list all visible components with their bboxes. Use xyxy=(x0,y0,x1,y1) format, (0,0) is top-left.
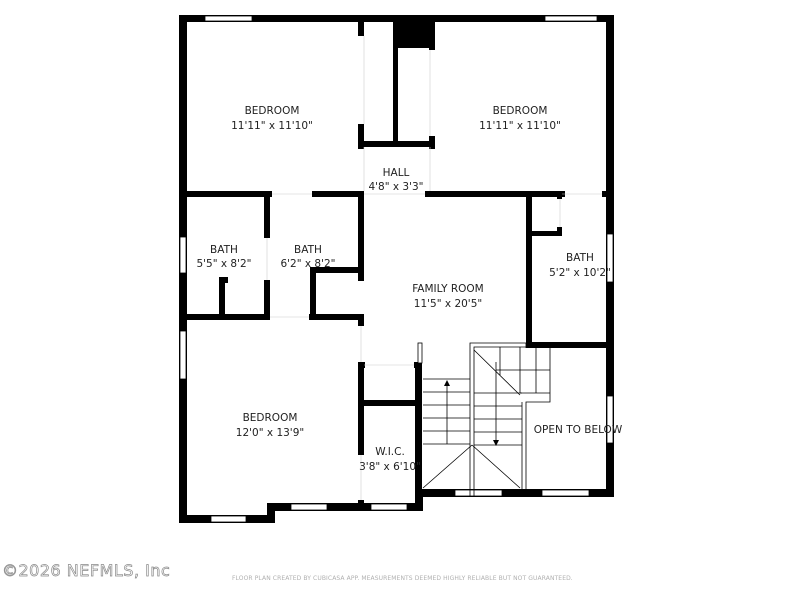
windows xyxy=(179,15,614,523)
room-name: HALL xyxy=(383,167,410,179)
room-name: BEDROOM xyxy=(245,105,300,117)
room-dimensions: 5'5" x 8'2" xyxy=(196,258,251,270)
room-bath-2: BATH 6'2" x 8'2" xyxy=(280,244,335,270)
room-name: BATH xyxy=(294,244,322,256)
room-bedroom-sw: BEDROOM 12'0" x 13'9" xyxy=(236,412,304,439)
room-dimensions: 11'5" x 20'5" xyxy=(414,298,482,310)
room-name: BEDROOM xyxy=(493,105,548,117)
room-dimensions: 12'0" x 13'9" xyxy=(236,427,304,439)
room-hall: HALL 4'8" x 3'3" xyxy=(368,167,423,193)
room-dimensions: 11'11" x 11'10" xyxy=(479,120,561,132)
room-bath-3: BATH 5'2" x 10'2" xyxy=(549,252,611,279)
room-name: BEDROOM xyxy=(243,412,298,424)
room-dimensions: 11'11" x 11'10" xyxy=(231,120,313,132)
room-bath-1: BATH 5'5" x 8'2" xyxy=(196,244,251,270)
room-name: W.I.C. xyxy=(375,446,405,458)
room-family-room: FAMILY ROOM 11'5" x 20'5" xyxy=(412,283,484,310)
room-name: BATH xyxy=(210,244,238,256)
room-dimensions: 5'2" x 10'2" xyxy=(549,267,611,279)
room-bedroom-nw: BEDROOM 11'11" x 11'10" xyxy=(231,105,313,132)
room-name: FAMILY ROOM xyxy=(412,283,484,295)
staircase xyxy=(422,342,551,497)
opening-lines xyxy=(266,36,602,500)
room-dimensions: 6'2" x 8'2" xyxy=(280,258,335,270)
railing-post xyxy=(417,342,423,364)
room-bedroom-ne: BEDROOM 11'11" x 11'10" xyxy=(479,105,561,132)
room-dimensions: 4'8" x 3'3" xyxy=(368,181,423,193)
room-wic: W.I.C. 3'8" x 6'10" xyxy=(359,446,421,473)
room-name: BATH xyxy=(566,252,594,264)
room-open-to-below: OPEN TO BELOW xyxy=(534,424,623,436)
interior-walls xyxy=(187,22,614,511)
copyright-watermark: ©2026 NEFMLS, Inc xyxy=(2,561,171,581)
room-name: OPEN TO BELOW xyxy=(534,424,623,436)
room-dimensions: 3'8" x 6'10" xyxy=(359,461,421,473)
floor-plan-disclaimer: FLOOR PLAN CREATED BY CUBICASA APP. MEAS… xyxy=(232,575,573,582)
